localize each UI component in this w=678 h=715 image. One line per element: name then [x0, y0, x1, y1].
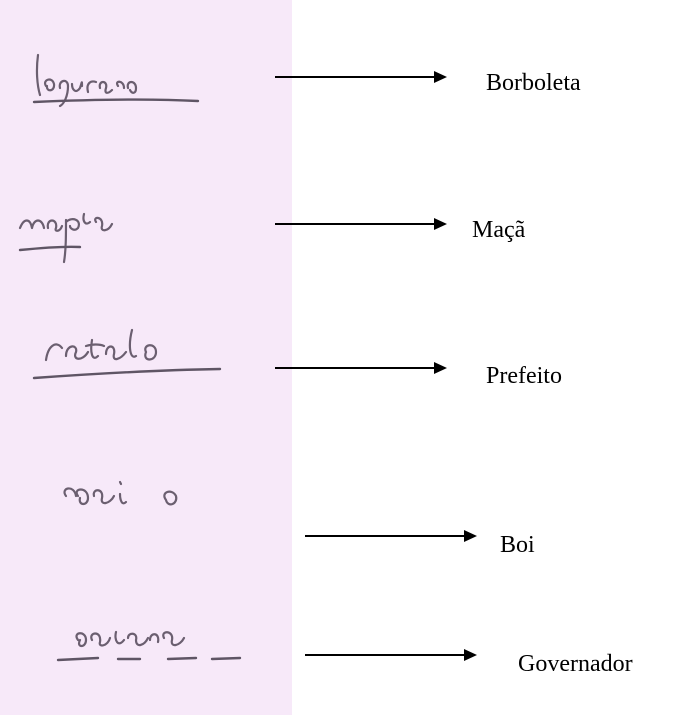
handwritten-word-1 — [32, 53, 200, 108]
handwriting-scribbles — [18, 53, 242, 662]
handwritten-word-4 — [63, 480, 178, 506]
label-borboleta: Borboleta — [486, 70, 581, 96]
handwritten-word-2 — [18, 212, 114, 264]
label-governador: Governador — [518, 651, 633, 677]
arrow-1 — [275, 71, 447, 83]
arrow-4 — [305, 530, 477, 542]
handwritten-word-5 — [56, 630, 242, 662]
arrow-2 — [275, 218, 447, 230]
handwritten-word-3 — [32, 328, 222, 380]
arrow-5 — [305, 649, 477, 661]
label-boi: Boi — [500, 532, 535, 558]
arrow-3 — [275, 362, 447, 374]
label-maca: Maçã — [472, 217, 526, 243]
label-prefeito: Prefeito — [486, 363, 562, 389]
